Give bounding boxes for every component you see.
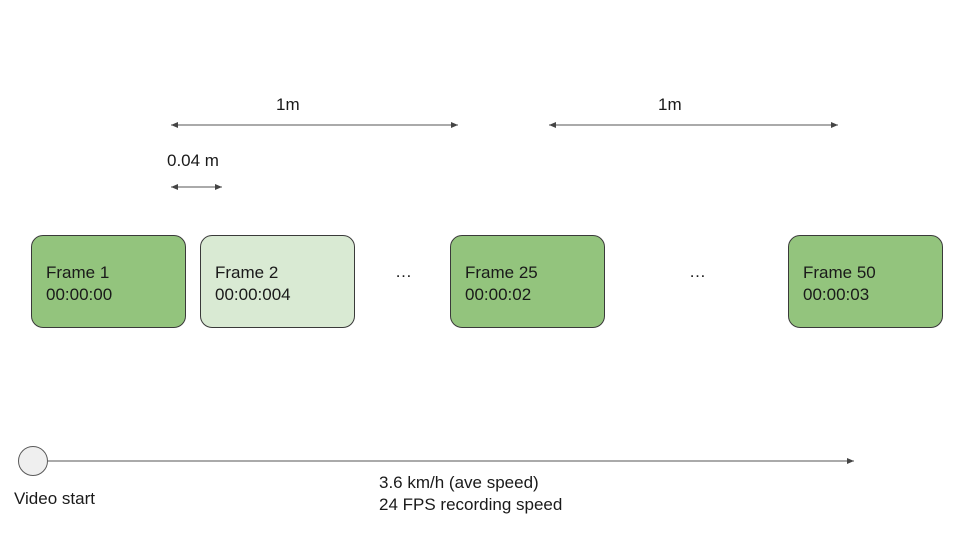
frame-1-title: Frame 1 xyxy=(46,263,110,282)
frame-1-box: Frame 1 00:00:00 xyxy=(31,235,186,328)
frame-50-box: Frame 50 00:00:03 xyxy=(788,235,943,328)
segment-2-label: 1m xyxy=(658,95,682,114)
frame-25-box: Frame 25 00:00:02 xyxy=(450,235,605,328)
video-start-label: Video start xyxy=(14,489,95,508)
ellipsis-1: … xyxy=(395,262,412,281)
fps-label: 24 FPS recording speed xyxy=(379,495,563,514)
frame-50-title: Frame 50 xyxy=(803,263,876,282)
frame-gap-label: 0.04 m xyxy=(167,151,219,170)
frame-50-time: 00:00:03 xyxy=(803,285,870,304)
frame-2-box: Frame 2 00:00:004 xyxy=(200,235,355,328)
speed-label: 3.6 km/h (ave speed) xyxy=(379,473,539,492)
frame-25-title: Frame 25 xyxy=(465,263,538,282)
ellipsis-2: … xyxy=(689,262,706,281)
frame-25-time: 00:00:02 xyxy=(465,285,532,304)
frame-1-time: 00:00:00 xyxy=(46,285,113,304)
frame-2-time: 00:00:004 xyxy=(215,285,291,304)
segment-1-label: 1m xyxy=(276,95,300,114)
frame-2-title: Frame 2 xyxy=(215,263,279,282)
video-start-marker xyxy=(18,446,48,476)
